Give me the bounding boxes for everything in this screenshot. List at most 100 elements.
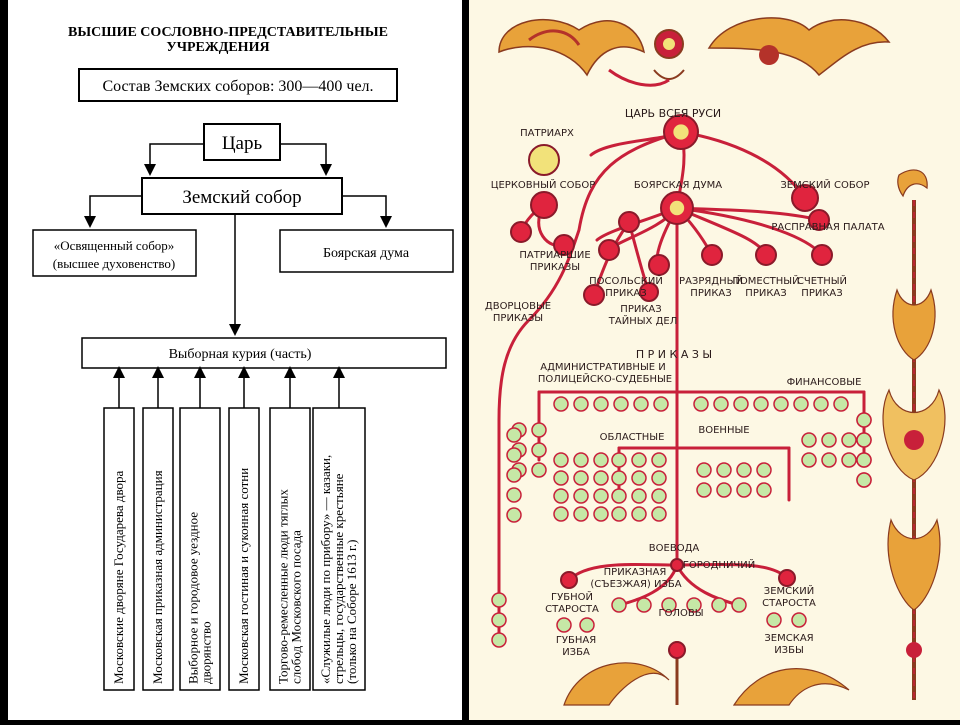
composition-text: Состав Земских соборов: 300—400 чел. [102, 78, 373, 95]
subordinate-node [573, 396, 589, 412]
consecrated-council-line2: (высшее духовенство) [53, 256, 176, 271]
subordinate-node [833, 396, 849, 412]
tsar-label: ЦАРЬ ВСЕЯ РУСИ [625, 107, 721, 120]
subordinate-node [631, 506, 647, 522]
sobor-to-consecrated-arrow [84, 195, 142, 228]
gubnoy-node [560, 571, 578, 589]
razryadny-label-1: РАЗРЯДНЫЙ [679, 274, 743, 287]
prikaznaya-label-2: (СЪЕЗЖАЯ) ИЗБА [590, 579, 681, 590]
column-box [269, 407, 311, 691]
column-text: Московские дворяне Государева двора [111, 470, 126, 684]
subordinate-node [573, 452, 589, 468]
schetny-label-1: СЧЕТНЫЙ [797, 274, 847, 287]
diagram-title-line2: УЧРЕЖДЕНИЯ [166, 40, 269, 55]
subordinate-node [661, 597, 677, 613]
pomestny-label-1: ПОМЕСТНЫЙ [732, 274, 799, 287]
patriarch-prikaz-node [553, 234, 575, 256]
subordinate-node [593, 506, 609, 522]
patriarch-prikazy-label-2: ПРИКАЗЫ [530, 262, 580, 273]
subordinate-node [553, 396, 569, 412]
gubnaya-label-2: ИЗБА [562, 647, 590, 658]
subordinate-node [716, 482, 732, 498]
column-text: Торгово-ремесленные люди тяглых [276, 489, 291, 684]
subordinate-node [531, 422, 547, 438]
zemsky-starosta-node [778, 569, 796, 587]
zemsky-sobor-text: Земский собор [182, 187, 301, 208]
palace-prikazy-label-2: ПРИКАЗЫ [493, 313, 543, 324]
subordinate-node [773, 396, 789, 412]
estates-diagram: ВЫСШИЕ СОСЛОВНО-ПРЕДСТАВИТЕЛЬНЫЕ УЧРЕЖДЕ… [32, 25, 454, 691]
side-ornament [882, 169, 946, 700]
subordinate-node [491, 592, 507, 608]
palace-prikazy-label-1: ДВОРЦОВЫЕ [485, 301, 551, 312]
subordinate-node [716, 462, 732, 478]
zemsky-starosta-label-1: ЗЕМСКИЙ [764, 584, 814, 597]
subordinate-node [593, 396, 609, 412]
column-box [179, 407, 221, 691]
elected-curia-text: Выборная курия (часть) [169, 347, 312, 362]
subordinate-node [553, 470, 569, 486]
church-council-label: ЦЕРКОВНЫЙ СОБОР [491, 178, 596, 191]
schetny-label-2: ПРИКАЗ [801, 288, 842, 299]
subordinate-node [506, 467, 522, 483]
subordinate-node [611, 452, 627, 468]
secret-prikaz-label-1: ПРИКАЗ [620, 304, 661, 315]
subordinate-node [651, 506, 667, 522]
prikazy-heading: П Р И К А З Ы [636, 348, 712, 361]
composition-box [78, 68, 398, 102]
gubnaya-label-1: ГУБНАЯ [556, 635, 596, 646]
subordinate-node [791, 612, 807, 628]
pomestny-node [701, 244, 723, 266]
subordinate-node [613, 396, 629, 412]
voevoda-node [670, 558, 684, 572]
column-text: (только на Соборе 1613 г.) [344, 540, 359, 684]
gubnoy-label-2: СТАРОСТА [545, 604, 599, 615]
subordinate-node [801, 432, 817, 448]
subordinate-node [491, 632, 507, 648]
subordinate-node [731, 597, 747, 613]
posolsky-label-2: ПРИКАЗ [605, 288, 646, 299]
subordinate-node [593, 452, 609, 468]
subordinate-node [711, 597, 727, 613]
column-text: дворянство [199, 621, 214, 684]
duma-branch-node [618, 211, 640, 233]
subordinate-node [766, 612, 782, 628]
admin-label-2: ПОЛИЦЕЙСКО-СУДЕБНЫЕ [538, 372, 672, 385]
subordinate-node [506, 447, 522, 463]
zemsky-sobor-node [791, 184, 819, 212]
subordinate-node [856, 452, 872, 468]
subordinate-node [651, 470, 667, 486]
subordinate-node [686, 597, 702, 613]
subordinate-node [736, 462, 752, 478]
tsar-box [203, 123, 281, 161]
subordinate-node [553, 452, 569, 468]
subordinate-node [856, 472, 872, 488]
column-box [103, 407, 135, 691]
tsar-to-sobor-right-arrow [280, 143, 332, 176]
palace-prikaz-node [583, 284, 605, 306]
subordinate-node [821, 452, 837, 468]
posolsky-label-1: ПОСОЛЬСКИЙ [589, 274, 663, 287]
subordinate-node [611, 506, 627, 522]
subordinate-node [696, 462, 712, 478]
column-box [228, 407, 260, 691]
gorodnichy-label: ГОРОДНИЧИЙ [683, 558, 756, 571]
church-council-node [530, 191, 558, 219]
subordinate-node [491, 612, 507, 628]
tsar-node-center [673, 124, 689, 140]
raspravnaya-label: РАСПРАВНАЯ ПАЛАТА [771, 222, 884, 233]
bottom-ornament [563, 641, 850, 706]
zemskaya-label-1: ЗЕМСКАЯ [764, 633, 813, 644]
subordinate-node [506, 487, 522, 503]
elected-curia-box [81, 337, 447, 369]
subordinate-node [696, 482, 712, 498]
admin-label-1: АДМИНИСТРАТИВНЫЕ И [540, 362, 666, 373]
patriarch-node-center [537, 153, 551, 167]
diagram-title-line1: ВЫСШИЕ СОСЛОВНО-ПРЕДСТАВИТЕЛЬНЫЕ [68, 25, 388, 40]
subordinate-node [631, 452, 647, 468]
consecrated-council-box [32, 229, 197, 277]
left-diagram-panel: ВЫСШИЕ СОСЛОВНО-ПРЕДСТАВИТЕЛЬНЫЕ УЧРЕЖДЕ… [8, 0, 462, 720]
subordinate-node [801, 452, 817, 468]
subordinate-node [553, 506, 569, 522]
